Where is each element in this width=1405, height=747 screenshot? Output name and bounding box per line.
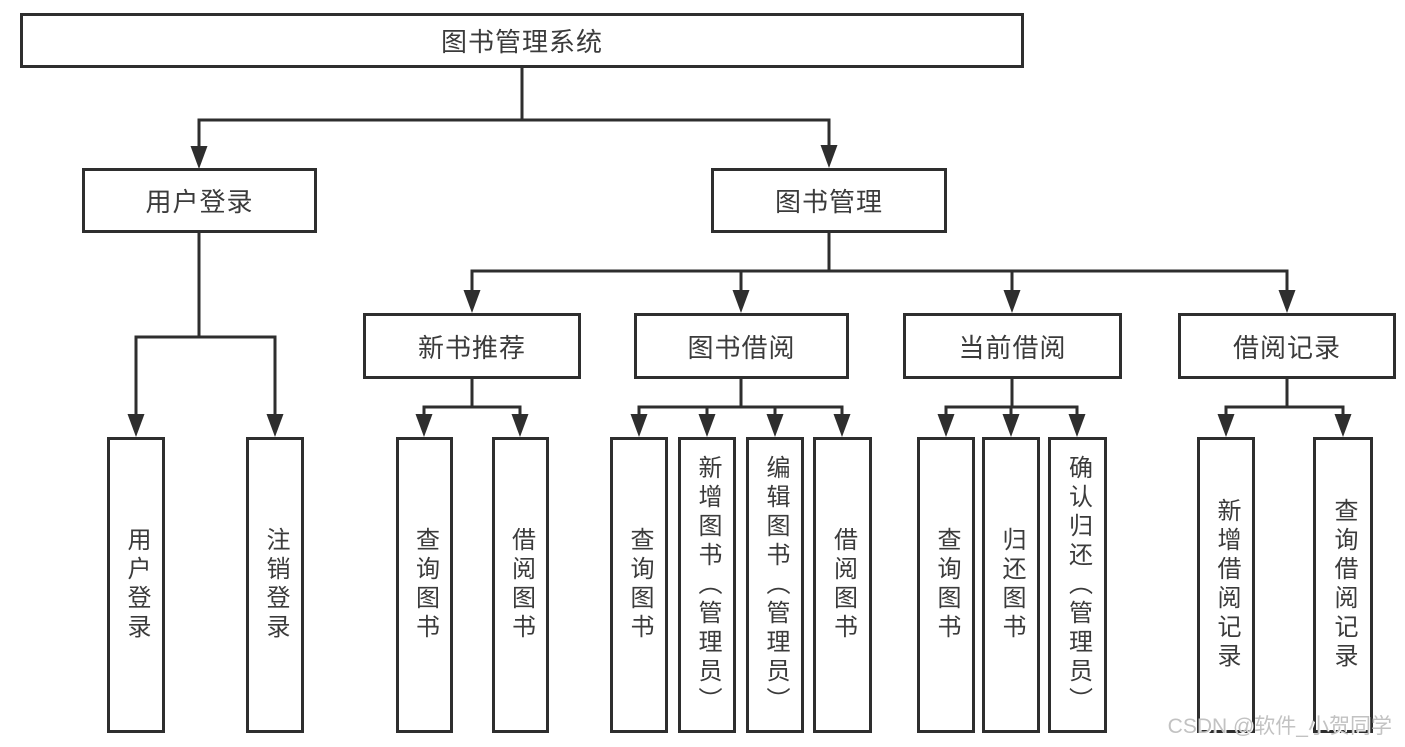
arrowheads xyxy=(127,145,1352,437)
node-book-borrowing: 图书借阅 xyxy=(634,313,849,379)
node-label: 新书推荐 xyxy=(417,332,526,363)
leaf-borrow-books-newbook: 借阅图书 xyxy=(492,437,549,733)
arrow-down-icon xyxy=(698,414,716,437)
leaf-logout-login: 注销登录 xyxy=(246,437,304,733)
leaf-return-books: 归还图书 xyxy=(982,437,1040,733)
leaf-label: 查询借阅记录 xyxy=(1330,498,1357,672)
leaf-label: 查询图书 xyxy=(411,527,439,643)
arrow-down-icon xyxy=(1334,414,1352,437)
node-book-management: 图书管理 xyxy=(711,168,947,233)
leaf-user-login: 用户登录 xyxy=(107,437,165,733)
leaf-label: 查询图书 xyxy=(933,527,960,643)
leaf-label: 用户登录 xyxy=(123,527,150,643)
leaf-query-books-current: 查询图书 xyxy=(917,437,975,733)
leaf-label: 注销登录 xyxy=(262,527,289,643)
node-label: 用户登录 xyxy=(145,187,254,217)
connector-records-to-leaves xyxy=(1224,377,1345,420)
arrow-down-icon xyxy=(1068,414,1086,437)
node-new-book-recommend: 新书推荐 xyxy=(363,313,581,379)
node-label: 借阅记录 xyxy=(1232,332,1341,363)
arrow-down-icon xyxy=(732,290,750,313)
node-label: 图书管理 xyxy=(774,187,883,217)
leaf-query-books-borrow: 查询图书 xyxy=(610,437,668,733)
leaf-add-books-admin: 新增图书（管理员） xyxy=(678,437,736,733)
leaf-label: 借阅图书 xyxy=(507,527,535,643)
leaf-label: 编辑图书（管理员） xyxy=(762,454,789,716)
arrow-down-icon xyxy=(463,290,481,313)
arrow-down-icon xyxy=(1003,290,1021,313)
arrow-down-icon xyxy=(1002,414,1020,437)
connector-current-to-leaves xyxy=(944,377,1079,420)
csdn-watermark: CSDN @软件_小贺同学 xyxy=(1167,715,1392,738)
connector-userlogin-to-leaves xyxy=(134,231,277,420)
node-current-borrowing: 当前借阅 xyxy=(903,313,1122,379)
arrow-down-icon xyxy=(1278,290,1296,313)
arrow-down-icon xyxy=(766,414,784,437)
arrow-down-icon xyxy=(511,414,529,437)
arrow-down-icon xyxy=(190,146,208,169)
leaf-label: 借阅图书 xyxy=(829,527,857,643)
leaf-query-borrow-record: 查询借阅记录 xyxy=(1313,437,1373,733)
arrow-down-icon xyxy=(266,414,284,437)
arrow-down-icon xyxy=(127,414,145,437)
leaf-label: 查询图书 xyxy=(626,527,653,643)
connector-root-to-l2 xyxy=(197,66,831,152)
node-label: 图书管理系统 xyxy=(440,27,603,57)
leaf-label: 归还图书 xyxy=(998,527,1025,643)
arrow-down-icon xyxy=(1217,414,1235,437)
arrow-down-icon xyxy=(820,145,838,168)
leaf-label: 确认归还（管理员） xyxy=(1064,454,1092,716)
node-borrowing-records: 借阅记录 xyxy=(1178,313,1396,379)
leaf-confirm-return-admin: 确认归还（管理员） xyxy=(1048,437,1107,733)
connector-newbook-to-leaves xyxy=(422,377,522,420)
node-label: 图书借阅 xyxy=(687,332,796,363)
node-user-login: 用户登录 xyxy=(82,168,317,233)
leaf-query-books-newbook: 查询图书 xyxy=(396,437,453,733)
leaf-label: 新增借阅记录 xyxy=(1213,498,1240,672)
leaf-label: 新增图书（管理员） xyxy=(694,454,721,716)
connector-borrow-to-leaves xyxy=(637,377,844,420)
node-library-system: 图书管理系统 xyxy=(20,13,1024,68)
arrow-down-icon xyxy=(833,414,851,437)
arrow-down-icon xyxy=(630,414,648,437)
leaf-add-borrow-record: 新增借阅记录 xyxy=(1197,437,1255,733)
arrow-down-icon xyxy=(415,414,433,437)
leaf-borrow-books-borrow: 借阅图书 xyxy=(813,437,872,733)
arrow-down-icon xyxy=(937,414,955,437)
connector-bookmgmt-to-l3 xyxy=(470,231,1289,298)
node-label: 当前借阅 xyxy=(958,332,1067,363)
leaf-edit-books-admin: 编辑图书（管理员） xyxy=(746,437,804,733)
